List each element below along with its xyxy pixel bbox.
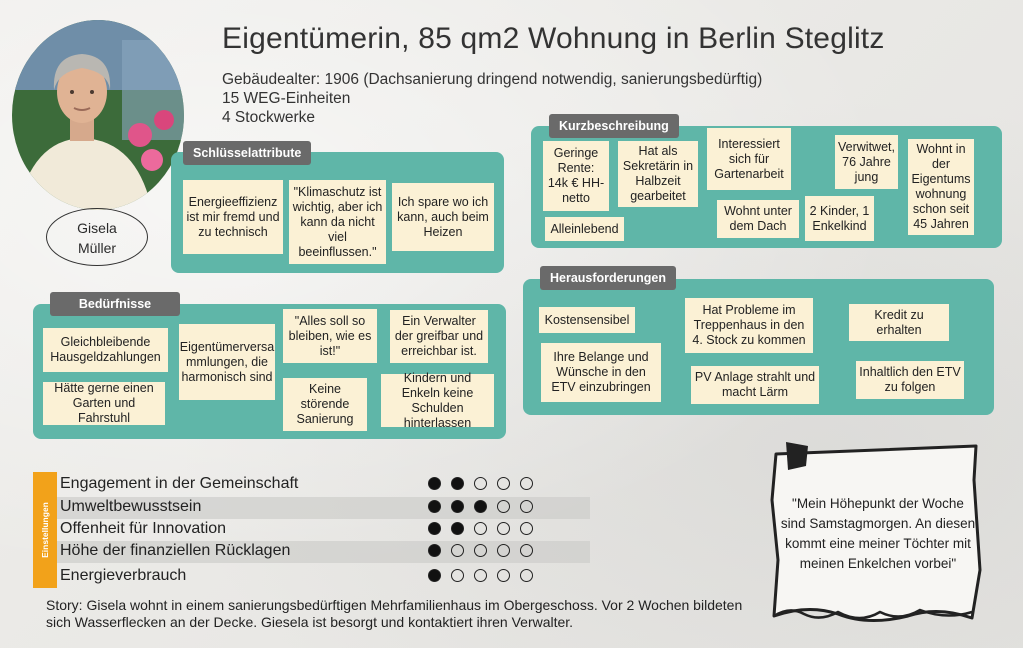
- key-attribute-card: Energieeffizienz ist mir fremd und zu te…: [183, 180, 283, 254]
- empty-dot-icon: [520, 544, 533, 557]
- story-text: Story: Gisela wohnt in einem sanierungsb…: [46, 597, 743, 630]
- building-info: Gebäudealter: 1906 (Dachsanierung dringe…: [222, 70, 762, 127]
- short-description-card: Hat als Sekretärin in Halbzeit gearbeite…: [618, 141, 698, 207]
- filled-dot-icon: [428, 477, 441, 490]
- info-line-age: Gebäudealter: 1906 (Dachsanierung dringe…: [222, 71, 763, 88]
- short-description-card: Wohnt in der Eigentums wohnung schon sei…: [908, 139, 974, 235]
- empty-dot-icon: [497, 544, 510, 557]
- filled-dot-icon: [451, 477, 464, 490]
- challenge-card: Ihre Belange und Wünsche in den ETV einz…: [541, 343, 661, 402]
- filled-dot-icon: [428, 569, 441, 582]
- attitude-label: Offenheit für Innovation: [60, 520, 227, 537]
- empty-dot-icon: [474, 544, 487, 557]
- need-card: Hätte gerne einen Garten und Fahrstuhl: [43, 381, 165, 425]
- quote-note: "Mein Höhepunkt der Woche sind Samstagmo…: [768, 440, 986, 625]
- filled-dot-icon: [451, 522, 464, 535]
- empty-dot-icon: [497, 477, 510, 490]
- attitude-label: Energieverbrauch: [60, 567, 187, 584]
- challenges-label: Herausforderungen: [540, 266, 676, 290]
- short-description-card: Interessiert sich für Gartenarbeit: [707, 128, 791, 190]
- empty-dot-icon: [474, 569, 487, 582]
- attitude-score: [428, 544, 543, 557]
- empty-dot-icon: [451, 569, 464, 582]
- short-description-label: Kurzbeschreibung: [549, 114, 679, 138]
- empty-dot-icon: [451, 544, 464, 557]
- attitude-score: [428, 522, 543, 535]
- key-attributes-label: Schlüsselattribute: [183, 141, 312, 165]
- need-card: "Alles soll so bleiben, wie es ist!": [283, 309, 377, 363]
- key-attribute-card: "Klimaschutz ist wichtig, aber ich kann …: [289, 180, 386, 264]
- filled-dot-icon: [451, 500, 464, 513]
- quote-text: "Mein Höhepunkt der Woche sind Samstagmo…: [780, 496, 976, 571]
- attitudes-rail: Einstellungen: [33, 472, 57, 588]
- empty-dot-icon: [520, 569, 533, 582]
- persona-last-name: Müller: [77, 240, 117, 256]
- filled-dot-icon: [474, 500, 487, 513]
- attitude-label: Umweltbewusstsein: [60, 498, 202, 515]
- empty-dot-icon: [497, 500, 510, 513]
- info-line-floors: 4 Stockwerke: [222, 109, 316, 126]
- page-title: Eigentümerin, 85 qm2 Wohnung in Berlin S…: [222, 22, 885, 55]
- empty-dot-icon: [520, 500, 533, 513]
- need-card: Ein Verwalter der greifbar und erreichba…: [390, 310, 488, 363]
- empty-dot-icon: [520, 477, 533, 490]
- needs-label: Bedürfnisse: [50, 292, 180, 316]
- attitude-score: [428, 477, 543, 490]
- challenge-card: PV Anlage strahlt und macht Lärm: [691, 366, 819, 404]
- attitude-score: [428, 500, 543, 513]
- attitude-row: Energieverbrauch: [57, 566, 590, 588]
- filled-dot-icon: [428, 544, 441, 557]
- info-line-units: 15 WEG-Einheiten: [222, 90, 351, 107]
- short-description-card: Alleinlebend: [545, 217, 624, 241]
- key-attribute-card: Ich spare wo ich kann, auch beim Heizen: [392, 183, 494, 251]
- short-description-card: Verwitwet, 76 Jahre jung: [835, 135, 898, 189]
- challenge-card: Inhaltlich den ETV zu folgen: [856, 361, 964, 399]
- attitude-row: Engagement in der Gemeinschaft: [57, 474, 590, 496]
- need-card: Kindern und Enkeln keine Schulden hinter…: [381, 371, 494, 430]
- attitudes-label: Einstellungen: [40, 502, 50, 558]
- short-description-card: Geringe Rente: 14k € HH-netto: [543, 141, 609, 211]
- need-card: Keine störende Sanierung: [283, 378, 367, 431]
- attitude-label: Engagement in der Gemeinschaft: [60, 475, 299, 492]
- attitude-row: Offenheit für Innovation: [57, 519, 590, 541]
- empty-dot-icon: [474, 477, 487, 490]
- need-card: Eigentümerversa mmlungen, die harmonisch…: [179, 324, 275, 400]
- empty-dot-icon: [520, 522, 533, 535]
- attitude-label: Höhe der finanziellen Rücklagen: [60, 542, 291, 559]
- tape-icon: [786, 442, 808, 470]
- attitude-row: Umweltbewusstsein: [57, 497, 590, 519]
- persona-name: Gisela Müller: [46, 208, 148, 266]
- challenge-card: Hat Probleme im Treppenhaus in den 4. St…: [685, 298, 813, 353]
- attitude-score: [428, 569, 543, 582]
- challenge-card: Kredit zu erhalten: [849, 304, 949, 341]
- empty-dot-icon: [474, 522, 487, 535]
- persona-photo: [12, 20, 184, 210]
- challenge-card: Kostensensibel: [539, 307, 635, 333]
- persona-first-name: Gisela: [77, 220, 117, 236]
- short-description-card: 2 Kinder, 1 Enkelkind: [805, 196, 874, 241]
- need-card: Gleichbleibende Hausgeldzahlungen: [43, 328, 168, 372]
- filled-dot-icon: [428, 522, 441, 535]
- attitude-row: Höhe der finanziellen Rücklagen: [57, 541, 590, 563]
- empty-dot-icon: [497, 569, 510, 582]
- short-description-card: Wohnt unter dem Dach: [717, 200, 799, 238]
- empty-dot-icon: [497, 522, 510, 535]
- quote-frame: [770, 442, 982, 623]
- filled-dot-icon: [428, 500, 441, 513]
